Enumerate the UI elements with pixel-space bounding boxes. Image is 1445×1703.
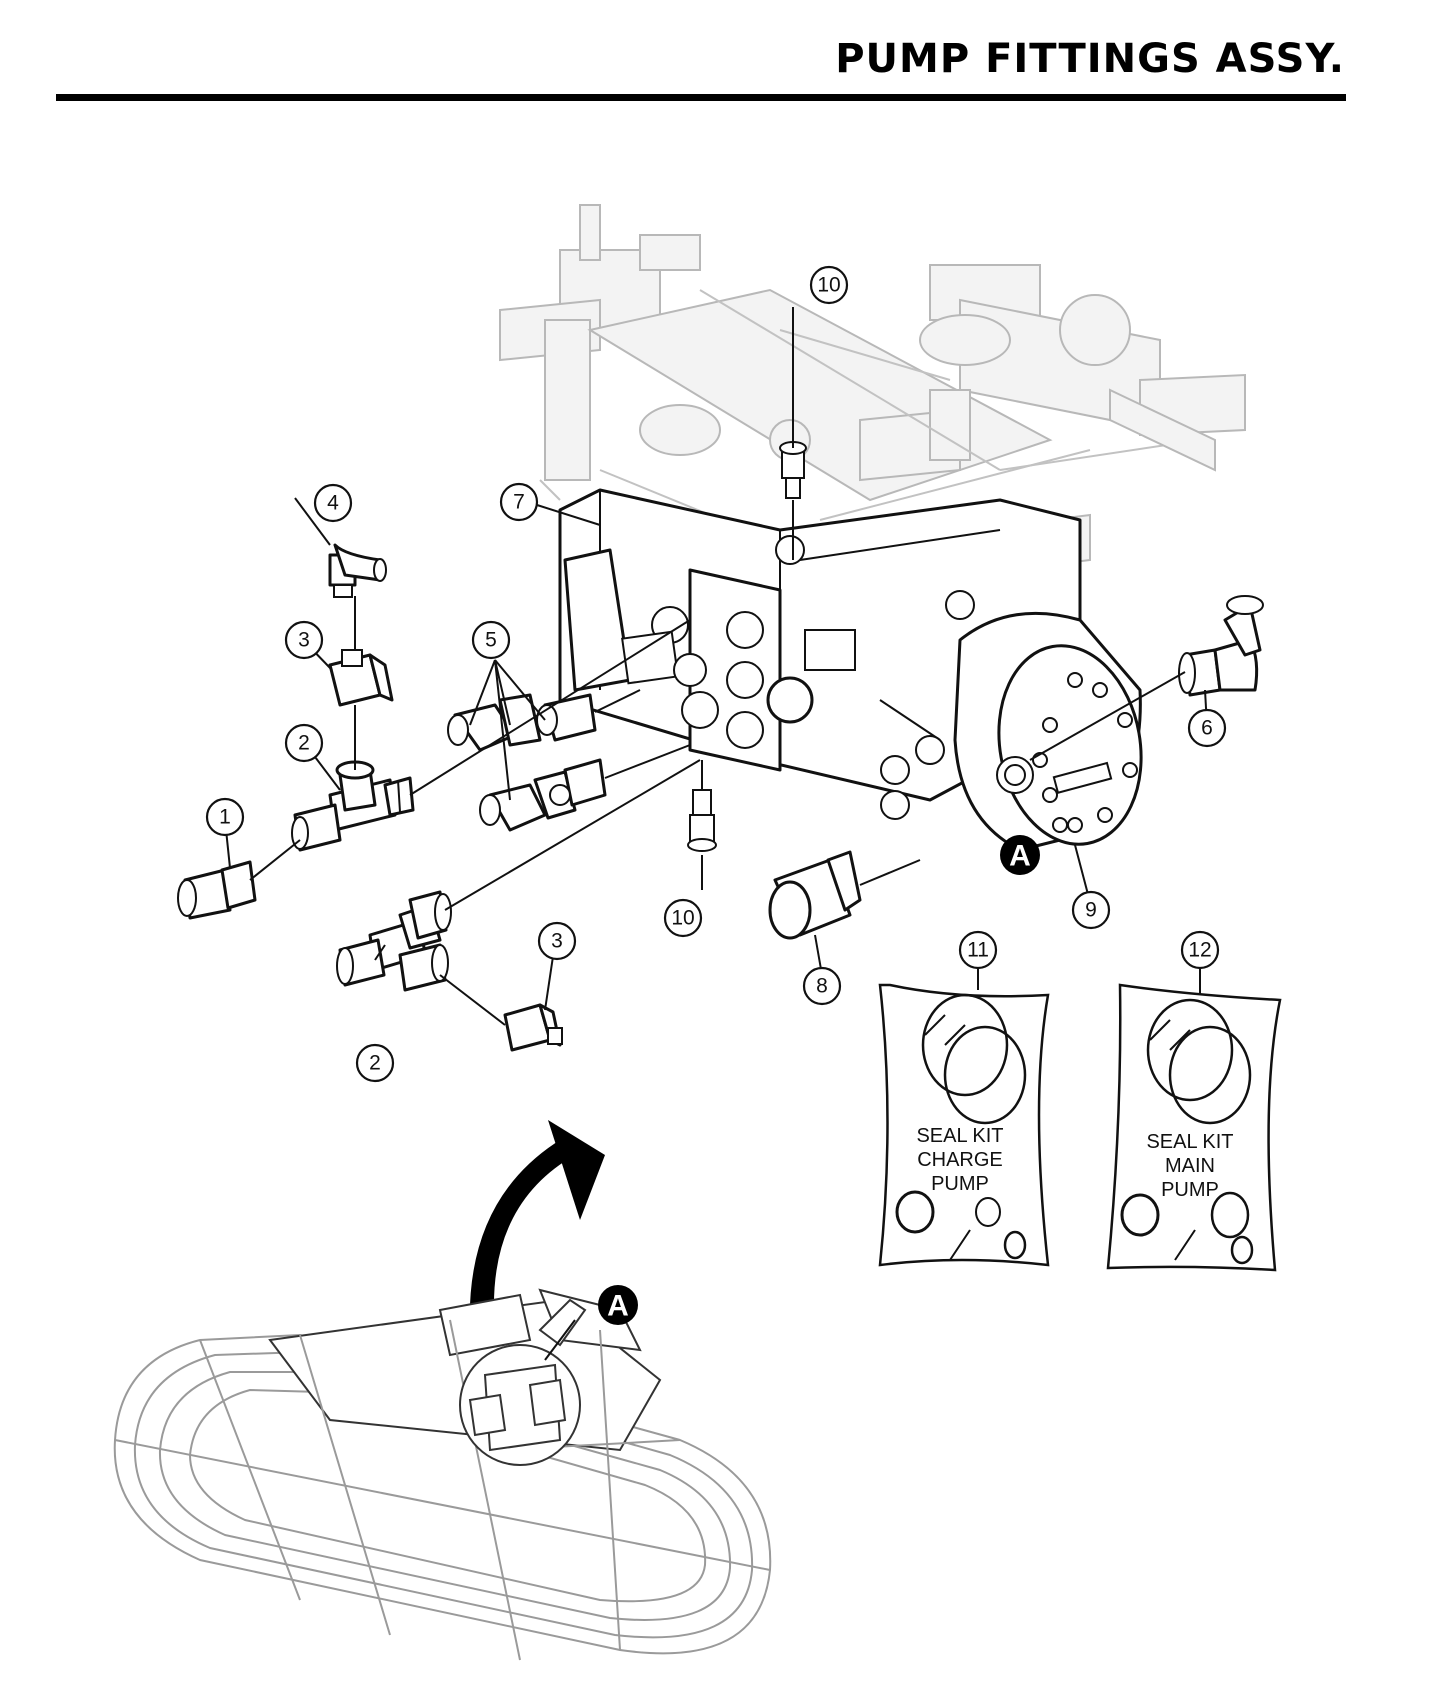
svg-text:A: A [607,1290,629,1323]
detail-marker-a-upper: A [1000,835,1040,875]
svg-text:A: A [1009,840,1031,873]
page-title: PUMP FITTINGS ASSY. [835,36,1345,82]
part-1-fitting [177,860,257,920]
svg-text:12: 12 [1188,939,1211,962]
callout-4: 4 [313,483,353,523]
seal-kit-charge-line1: SEAL KIT [916,1125,1003,1147]
callout-8: 8 [802,966,842,1006]
svg-text:4: 4 [327,492,339,515]
seal-kit-main-line1: SEAL KIT [1146,1131,1233,1153]
part-2-lower-tee [336,890,452,992]
callout-1: 1 [205,797,245,837]
part-5-fittings [447,693,607,832]
svg-text:2: 2 [298,732,310,755]
svg-text:7: 7 [513,491,525,514]
callout-2-upper: 2 [284,723,324,763]
svg-text:10: 10 [671,907,694,930]
part-3-lower-nut [503,1003,563,1052]
callout-5: 5 [471,620,511,660]
part-2-upper-tee [291,760,415,852]
main-pump [558,488,1082,820]
callout-12: 12 [1180,930,1220,970]
location-arrow [469,1120,605,1330]
seal-kit-charge-line2: CHARGE [917,1149,1003,1171]
svg-text:11: 11 [967,939,989,962]
seal-kit-main-pump: SEAL KIT MAIN PUMP [1106,983,1282,1272]
callout-10-top: 10 [809,265,849,305]
machine-overview [113,1288,772,1661]
part-8-fitting [768,850,862,940]
part-4-elbow [328,543,387,598]
callout-6: 6 [1187,708,1227,748]
svg-text:9: 9 [1085,899,1097,922]
ghosted-frame [499,204,1246,567]
svg-text:6: 6 [1201,717,1213,740]
detail-marker-a-lower: A [598,1285,638,1325]
seal-kit-main-line2: MAIN [1165,1155,1215,1177]
svg-text:1: 1 [219,806,231,829]
svg-text:5: 5 [485,629,497,652]
callout-9: 9 [1071,890,1111,930]
callout-2-lower: 2 [355,1043,395,1083]
svg-text:10: 10 [817,274,840,297]
part-6-elbow [1178,595,1264,697]
callout-3-upper: 3 [284,620,324,660]
title-rule [56,94,1346,101]
seal-kit-charge-pump: SEAL KIT CHARGE PUMP [878,983,1050,1267]
charge-pump [953,611,1143,852]
part-10-bottom-bolt [687,760,717,852]
callout-3-lower: 3 [537,921,577,961]
seal-kit-main-line3: PUMP [1161,1179,1219,1201]
callout-7: 7 [499,482,539,522]
svg-text:2: 2 [369,1052,381,1075]
svg-text:3: 3 [298,629,310,652]
svg-text:8: 8 [816,975,828,998]
seal-kit-charge-line3: PUMP [931,1173,989,1195]
part-3-upper-nut [328,649,394,707]
part-10-top-bolt [779,441,807,499]
callout-11: 11 [958,930,998,970]
svg-text:3: 3 [551,930,563,953]
callout-10-bottom: 10 [663,898,703,938]
